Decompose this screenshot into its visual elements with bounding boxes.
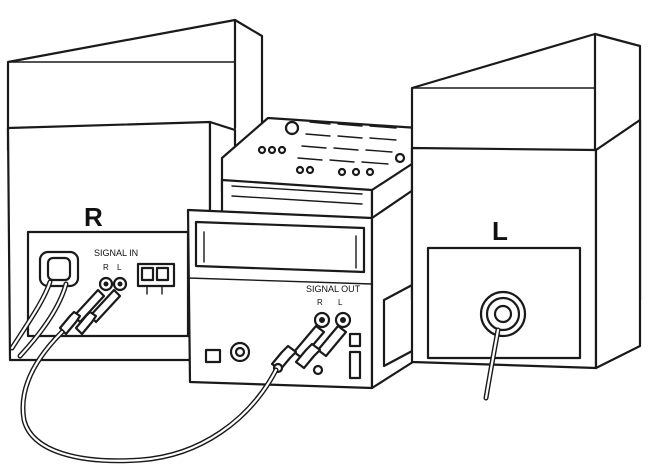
power-cord-plug [38,250,80,288]
signal-in-r-label: R [103,263,109,272]
main-unit-top-controls[interactable] [257,120,406,177]
signal-in-jack-l[interactable] [112,276,128,292]
left-speaker-input-jack[interactable] [479,290,527,338]
signal-in-plug-l [74,288,122,336]
antenna-terminal[interactable] [348,332,362,348]
right-speaker-terminal[interactable] [136,262,176,295]
am-antenna-knob[interactable] [229,341,251,363]
left-speaker: L [410,32,642,401]
right-speaker: R SIGNAL IN R L [6,18,264,362]
signal-out-plug-l [294,324,348,376]
signal-in-label: SIGNAL IN [94,248,138,258]
signal-out-jack-l[interactable] [334,311,352,329]
main-unit: SIGNAL OUT R L [186,116,420,390]
left-speaker-side [594,118,642,370]
right-speaker-label: R [84,202,103,232]
signal-in-jack-r[interactable] [98,276,114,292]
signal-in-plug-r [58,288,106,336]
signal-out-label: SIGNAL OUT [306,284,361,294]
signal-cable [20,329,279,464]
fm-antenna-jack[interactable] [204,348,222,364]
signal-in-l-label: L [117,263,122,272]
signal-out-jack-r[interactable] [313,311,331,329]
power-socket[interactable] [348,350,362,380]
signal-out-r-label: R [317,298,323,307]
left-speaker-label: L [492,216,508,246]
signal-out-l-label: L [338,298,343,307]
